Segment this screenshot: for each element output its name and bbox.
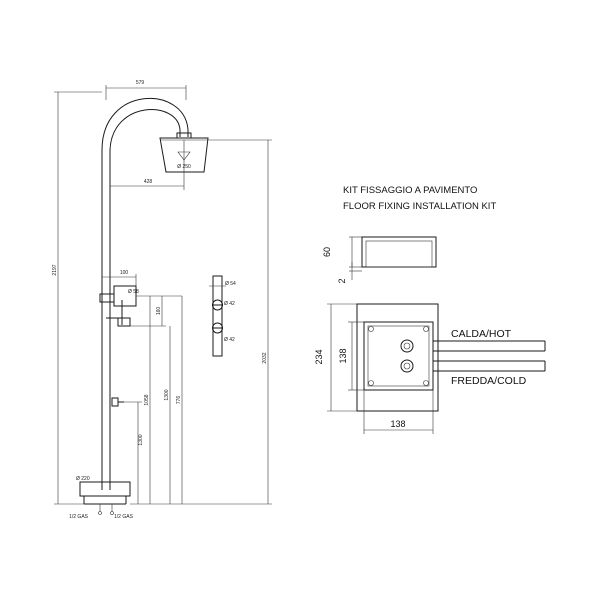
dim-knob: Ø 54 [225, 281, 236, 287]
dim-box-offset: 2 [337, 278, 347, 283]
dim-side-height: 2032 [262, 352, 268, 363]
dim-box-width: 138 [390, 419, 405, 429]
mixer-front-detail [209, 275, 226, 357]
dimension-lines [54, 85, 272, 505]
cold-label: FREDDA/COLD [451, 375, 527, 387]
hot-gas-label: 1/2 GAS [69, 514, 89, 520]
dim-base: Ø 220 [76, 476, 90, 482]
dim-handle-height: 160 [156, 307, 162, 316]
dim-height-a: 1058 [144, 394, 150, 405]
dim-reach: 579 [136, 80, 145, 86]
box-plan-view [327, 303, 546, 434]
dim-height-d: 1300 [138, 434, 144, 445]
dim-box-height: 60 [322, 247, 332, 257]
dim-height-c: 1300 [164, 389, 170, 400]
dim-box-inner: 138 [338, 348, 348, 363]
hot-label: CALDA/HOT [451, 328, 512, 340]
dim-plate-height: 234 [314, 349, 324, 364]
dim-total-height: 2197 [52, 264, 58, 275]
dim-mixer-width: 100 [120, 270, 129, 276]
dim-knob-b: Ø 42 [224, 337, 235, 343]
kit-title-english: FLOOR FIXING INSTALLATION KIT [343, 201, 496, 212]
dim-arm: 428 [144, 179, 153, 185]
shower-column [79, 98, 209, 515]
cold-gas-label: 1/2 GAS [114, 514, 134, 520]
dim-mixer-depth: Ø 58 [128, 289, 139, 295]
dim-knob-a: Ø 42 [224, 301, 235, 307]
dim-height-b: 776 [176, 396, 182, 405]
kit-title-italian: KIT FISSAGGIO A PAVIMENTO [343, 185, 477, 196]
dim-head-diameter: Ø 250 [177, 164, 191, 170]
box-side-view [349, 236, 437, 280]
